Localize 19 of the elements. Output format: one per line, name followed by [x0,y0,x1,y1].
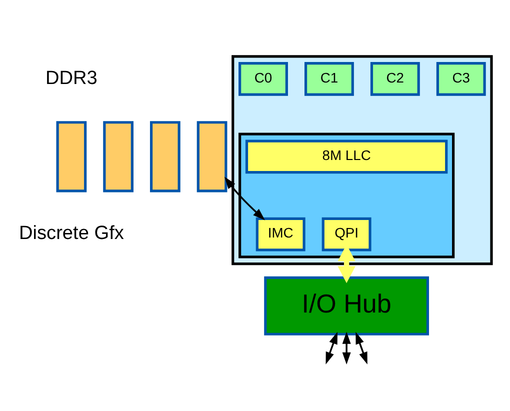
node-box: C0 [238,62,288,96]
label: Discrete Gfx [18,222,124,244]
arrow [356,331,368,364]
node-box: QPI [322,216,372,251]
arrow [224,176,266,220]
node-box: 8M LLC [245,139,448,174]
node-box [103,120,134,192]
node-box: IMC [256,216,306,251]
cluster [238,132,455,258]
node-box [196,120,228,192]
arrow [326,331,338,364]
node-box: C3 [436,62,486,96]
node-box: I/O Hub [264,276,429,335]
node-box [56,120,87,192]
node-box [150,120,180,192]
arrow [342,331,351,364]
label: DDR3 [45,67,98,88]
node-box: C1 [304,62,354,96]
node-box: C2 [370,62,420,96]
